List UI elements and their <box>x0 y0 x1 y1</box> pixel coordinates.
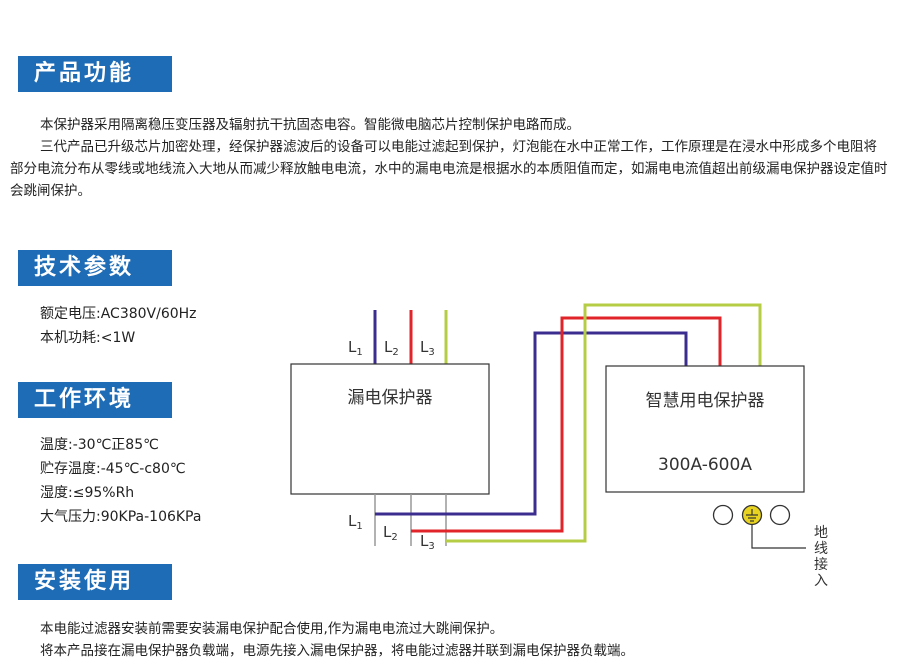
output-terminal-l1: L1 <box>348 512 363 532</box>
wire-l2-parallel <box>411 316 722 533</box>
section-title-specs: 技术参数 <box>18 250 172 286</box>
svg-text:L1: L1 <box>348 512 363 532</box>
svg-text:L3: L3 <box>420 338 435 358</box>
env-humidity: 湿度:≤95%Rh <box>40 485 135 501</box>
environment-list: 温度:-30℃正85℃ 贮存温度:-45℃-c80℃ 湿度:≤95%Rh 大气压… <box>40 433 201 529</box>
install-paragraph-2: 将本产品接在漏电保护器负载端，电源先接入漏电保护器，将电能过滤器并联到漏电保护器… <box>40 643 634 659</box>
ground-text-4: 入 <box>814 573 828 589</box>
wire-l3-parallel <box>446 303 762 543</box>
output-terminal-l2: L2 <box>383 523 398 543</box>
protector-box <box>605 365 805 493</box>
spec-power: 本机功耗:<1W <box>40 330 136 346</box>
protector-label: 智慧用电保护器 <box>646 391 765 411</box>
install-description: 本电能过滤器安装前需要安装漏电保护配合使用,作为漏电电流过大跳闸保护。 将本产品… <box>10 618 890 662</box>
specs-list: 额定电压:AC380V/60Hz 本机功耗:<1W <box>40 302 197 350</box>
breaker-label: 漏电保护器 <box>348 388 433 408</box>
spec-voltage: 额定电压:AC380V/60Hz <box>40 306 197 322</box>
env-storage-temperature: 贮存温度:-45℃-c80℃ <box>40 461 186 477</box>
function-description: 本保护器采用隔离稳压变压器及辐射抗干抗固态电容。智能微电脑芯片控制保护电路而成。… <box>10 114 890 202</box>
svg-text:L2: L2 <box>384 338 399 358</box>
section-title-environment: 工作环境 <box>18 382 172 418</box>
svg-text:L1: L1 <box>348 338 363 358</box>
install-paragraph-1: 本电能过滤器安装前需要安装漏电保护配合使用,作为漏电电流过大跳闸保护。 <box>40 621 504 637</box>
section-title-function: 产品功能 <box>18 56 172 92</box>
ground-terminal <box>741 504 763 526</box>
env-pressure: 大气压力:90KPa-106KPa <box>40 509 202 525</box>
breaker-box <box>290 363 490 495</box>
terminal-circle-right <box>769 504 791 526</box>
svg-text:L2: L2 <box>383 523 398 543</box>
input-terminal-l3: L3 <box>420 338 435 358</box>
svg-text:L3: L3 <box>420 532 435 552</box>
input-terminal-l1: L1 <box>348 338 363 358</box>
ground-text-3: 接 <box>814 556 828 573</box>
ground-text-1: 地 <box>814 525 828 541</box>
ground-text-2: 线 <box>814 541 828 557</box>
ground-lead <box>751 525 806 549</box>
terminal-circle-left <box>712 504 734 526</box>
protector-rating: 300A-600A <box>658 455 752 475</box>
function-paragraph-1: 本保护器采用隔离稳压变压器及辐射抗干抗固态电容。智能微电脑芯片控制保护电路而成。 <box>40 117 580 133</box>
section-title-install: 安装使用 <box>18 564 172 600</box>
wire-l1-parallel <box>375 331 688 516</box>
ground-icon <box>746 509 758 522</box>
output-terminal-l3: L3 <box>420 532 435 552</box>
env-temperature: 温度:-30℃正85℃ <box>40 437 159 453</box>
input-terminal-l2: L2 <box>384 338 399 358</box>
function-paragraph-2: 三代产品已升级芯片加密处理，经保护器滤波后的设备可以电能过滤起到保护，灯泡能在水… <box>10 139 888 199</box>
